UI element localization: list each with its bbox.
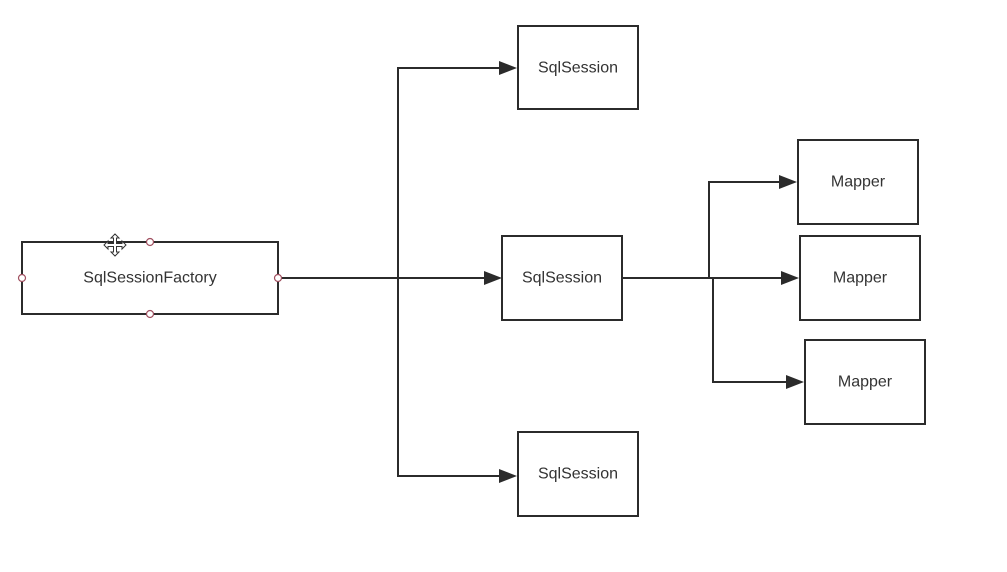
node-sqlsessionfactory[interactable]: SqlSessionFactory — [21, 241, 279, 315]
edges-session-to-mappers — [622, 175, 804, 389]
arrowhead-mapper-2 — [781, 271, 799, 285]
node-sqlsession-bottom-box[interactable] — [517, 431, 639, 517]
node-mapper-3-label: Mapper — [838, 374, 893, 391]
edges-factory-to-sessions — [279, 61, 517, 483]
selection-handles — [17, 237, 283, 319]
node-sqlsessionfactory-label: SqlSessionFactory — [83, 270, 216, 287]
arrowhead-mapper-1 — [779, 175, 797, 189]
node-sqlsession-top[interactable]: SqlSession — [517, 25, 639, 110]
edge-session-to-mapper-3[interactable] — [712, 278, 788, 383]
edge-factory-to-session-bottom[interactable] — [397, 278, 501, 477]
node-sqlsession-middle-label: SqlSession — [522, 270, 602, 287]
node-mapper-1[interactable]: Mapper — [797, 139, 919, 225]
handle-bottom[interactable] — [145, 309, 155, 319]
arrowhead-session-top — [499, 61, 517, 75]
node-sqlsession-middle-box[interactable] — [501, 235, 623, 321]
node-mapper-3[interactable]: Mapper — [804, 339, 926, 425]
node-sqlsession-bottom-label: SqlSession — [538, 466, 618, 483]
node-sqlsession-middle[interactable]: SqlSession — [501, 235, 623, 321]
move-cursor-icon — [103, 233, 127, 257]
arrowhead-mapper-3 — [786, 375, 804, 389]
handle-top[interactable] — [145, 237, 155, 247]
edge-session-to-mapper-1[interactable] — [708, 181, 781, 278]
node-mapper-1-label: Mapper — [831, 174, 886, 191]
arrowhead-session-bottom — [499, 469, 517, 483]
node-mapper-2-label: Mapper — [833, 270, 888, 287]
node-mapper-2-box[interactable] — [799, 235, 921, 321]
node-sqlsession-top-box[interactable] — [517, 25, 639, 110]
handle-right[interactable] — [273, 273, 283, 283]
edge-factory-to-session-top[interactable] — [397, 67, 501, 278]
handle-left[interactable] — [17, 273, 27, 283]
node-sqlsession-bottom[interactable]: SqlSession — [517, 431, 639, 517]
node-mapper-3-box[interactable] — [804, 339, 926, 425]
node-mapper-1-box[interactable] — [797, 139, 919, 225]
node-mapper-2[interactable]: Mapper — [799, 235, 921, 321]
arrowhead-session-middle — [484, 271, 502, 285]
node-sqlsession-top-label: SqlSession — [538, 60, 618, 77]
